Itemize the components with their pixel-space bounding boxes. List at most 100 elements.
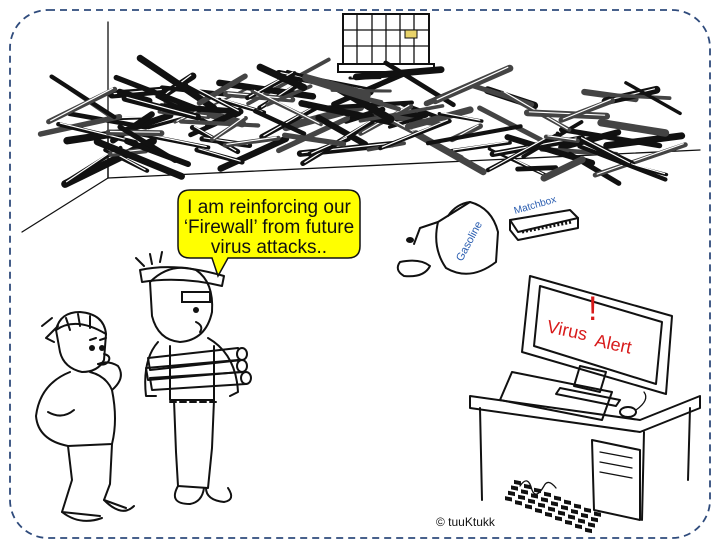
keyboard-key (581, 512, 588, 519)
pile-stick-highlight (630, 163, 666, 175)
pile-stick (252, 108, 307, 136)
keyboard-key (544, 491, 551, 498)
keyboard-key (571, 508, 578, 515)
keyboard-key (568, 514, 575, 520)
pile-stick-highlight (381, 119, 449, 148)
pile-stick-highlight (188, 83, 239, 112)
pile-stick (56, 121, 138, 145)
pile-stick (217, 135, 290, 172)
keyboard-key (524, 483, 531, 490)
pile-stick (276, 115, 350, 154)
pile-stick (515, 165, 559, 172)
pile-stick (116, 88, 153, 105)
pile-stick (121, 95, 201, 121)
keyboard-key (518, 494, 525, 501)
pile-stick-highlight (436, 66, 509, 101)
pile-stick (412, 130, 487, 176)
keyboard-key (508, 490, 515, 497)
pile-stick-highlight (311, 137, 348, 154)
keyboard-key (514, 479, 521, 486)
pile-stick (608, 93, 672, 100)
pile-stick (523, 109, 611, 120)
woman-figure (35, 311, 135, 522)
pile-stick (358, 104, 445, 123)
pile-stick (404, 106, 474, 130)
keyboard-key (558, 510, 565, 516)
pile-stick-highlight (213, 116, 245, 140)
gasoline-label: Gasoline (454, 219, 485, 263)
pile-stick (222, 135, 281, 148)
pile-stick (105, 129, 165, 137)
pile-stick (425, 124, 523, 146)
keyboard-key (548, 506, 555, 512)
keyboard-key (525, 504, 532, 510)
pile-stick (597, 118, 670, 137)
pile-stick-highlight (50, 87, 114, 122)
pile-stick-highlight (226, 136, 277, 145)
pile-stick (49, 74, 117, 120)
keyboard-key (574, 503, 581, 509)
pile-stick (178, 119, 261, 128)
firewall-stick-pile (37, 54, 688, 188)
carried-sticks (145, 347, 252, 391)
pile-stick-highlight (440, 112, 481, 121)
keyboard-key (578, 518, 585, 524)
virus-word: Virus (545, 316, 589, 344)
computer-desk (469, 395, 701, 521)
pile-stick-highlight (109, 130, 160, 133)
keyboard (499, 371, 613, 534)
bubble-line-3: virus attacks.. (211, 237, 327, 258)
pile-stick (282, 132, 347, 147)
man-figure (135, 251, 252, 505)
pile-stick-highlight (198, 148, 241, 162)
pile-stick (352, 66, 445, 81)
pile-stick (302, 73, 371, 99)
pile-stick-highlight (528, 111, 606, 116)
pile-stick (37, 113, 123, 137)
artist-signature (519, 480, 557, 495)
keyboard-key (554, 495, 561, 502)
pile-stick (117, 124, 178, 163)
exclamation-mark: ! (588, 290, 597, 328)
pile-stick (110, 111, 155, 144)
pile-stick (449, 140, 512, 153)
pile-stick (540, 156, 586, 182)
pile-stick (624, 81, 682, 116)
monitor (521, 275, 673, 407)
pile-stick (437, 111, 484, 123)
dashed-frame (9, 9, 711, 539)
keyboard-key (538, 502, 545, 508)
pile-stick (146, 117, 183, 130)
pile-stick-highlight (59, 122, 135, 142)
pile-stick-highlight (547, 135, 577, 141)
alert-word: Alert (593, 330, 633, 357)
keyboard-key (511, 485, 518, 491)
mouse (619, 391, 647, 418)
matchbox: Matchbox (509, 194, 579, 241)
pile-stick-highlight (253, 89, 320, 124)
keyboard-key (561, 505, 568, 511)
pile-stick-highlight (596, 143, 684, 175)
keyboard-key (555, 515, 562, 522)
keyboard-key (588, 522, 595, 528)
pile-stick (196, 73, 248, 106)
keyboard-key (505, 496, 512, 502)
pile-stick-highlight (263, 106, 315, 137)
gasoline-can: Gasoline (396, 201, 499, 278)
keyboard-key (585, 527, 592, 534)
keyboard-key (515, 500, 522, 506)
keyboard-key (564, 499, 571, 505)
pile-stick (256, 63, 308, 92)
pile-stick-highlight (489, 132, 557, 170)
pile-stick-highlight (452, 141, 509, 151)
pile-stick (93, 138, 185, 180)
pile-stick (603, 132, 686, 150)
bubble-line-1: I am reinforcing our (187, 197, 351, 218)
keyboard-key (528, 498, 535, 504)
keyboard-key (584, 507, 591, 513)
keyboard-key (521, 489, 528, 495)
pile-stick (577, 144, 668, 182)
pile-stick (113, 74, 203, 113)
pile-stick-highlight (580, 137, 631, 164)
